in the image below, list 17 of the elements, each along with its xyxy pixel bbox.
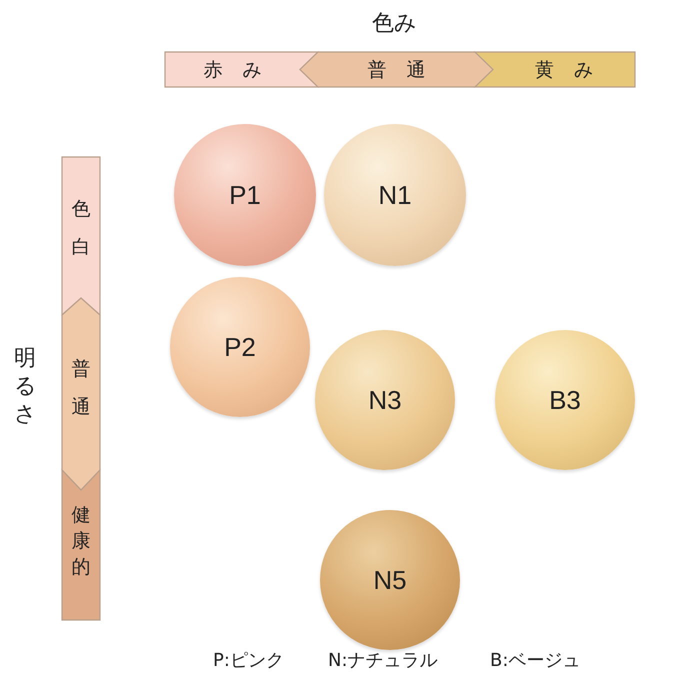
axis-title: 明るさ bbox=[14, 345, 36, 429]
axis-title: 色み bbox=[372, 10, 417, 38]
scale-segment: 普通 bbox=[62, 298, 100, 490]
scale-segment: 赤み bbox=[165, 52, 320, 87]
color-swatch-circle: N3 bbox=[315, 330, 455, 470]
scale-segment: 色白 bbox=[62, 157, 100, 315]
color-swatch-circle: P2 bbox=[170, 277, 310, 417]
scale-segment: 普通 bbox=[300, 52, 493, 87]
legend-text: B:ベージュ bbox=[490, 649, 580, 672]
color-swatch-circle: P1 bbox=[174, 124, 316, 266]
scale-segment: 健康的 bbox=[62, 470, 100, 620]
color-swatch-circle: N5 bbox=[320, 510, 460, 650]
legend-text: N:ナチュラル bbox=[328, 649, 438, 672]
scale-segment: 黄み bbox=[475, 52, 635, 87]
color-swatch-circle: B3 bbox=[495, 330, 635, 470]
legend-text: P:ピンク bbox=[213, 649, 284, 672]
color-swatch-circle: N1 bbox=[324, 124, 466, 266]
